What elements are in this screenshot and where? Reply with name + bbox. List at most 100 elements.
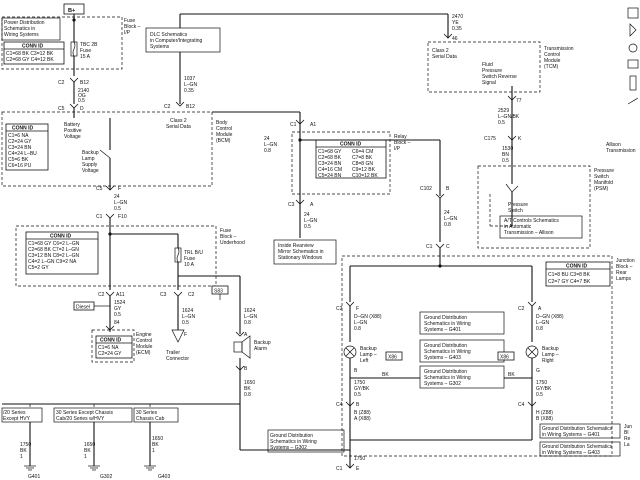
svg-text:Bl: Bl xyxy=(624,430,628,436)
svg-text:1624: 1624 xyxy=(182,308,193,314)
svg-text:I/P: I/P xyxy=(394,146,401,152)
dlc-schematics-ref: DLC Schematics in Computer/Integrating S… xyxy=(145,27,221,53)
underhood-conn-table: CONN ID C1=68 GY C6=2 L–GN C2=68 BK C7=2… xyxy=(25,231,99,275)
svg-text:Control: Control xyxy=(216,126,232,132)
svg-text:24: 24 xyxy=(304,212,310,218)
svg-text:F: F xyxy=(356,306,359,312)
lamp-icon xyxy=(628,43,638,53)
svg-text:Systems – G401: Systems – G401 xyxy=(424,327,461,333)
svg-text:OG: OG xyxy=(78,93,86,99)
svg-text:Lamp –: Lamp – xyxy=(542,352,559,358)
svg-text:Connector: Connector xyxy=(166,356,189,362)
tcm-label: Transmission xyxy=(544,46,574,52)
svg-text:C2=24 GY: C2=24 GY xyxy=(98,351,122,357)
svg-text:C1=68 GY: C1=68 GY xyxy=(318,149,342,155)
svg-text:CONN ID: CONN ID xyxy=(12,126,34,132)
svg-text:G401: G401 xyxy=(28,474,40,480)
svg-text:DLC Schematics: DLC Schematics xyxy=(150,32,188,38)
ecm-conn-table: CONN ID C1=6 NA C2=24 GY xyxy=(95,335,133,359)
svg-text:GY/BK: GY/BK xyxy=(536,386,552,392)
svg-text:C2: C2 xyxy=(58,80,65,86)
svg-text:D–GN (X88): D–GN (X88) xyxy=(536,314,564,320)
svg-text:C2=7 GY C4=7 BK: C2=7 GY C4=7 BK xyxy=(548,279,591,285)
svg-text:B: B xyxy=(356,402,360,408)
svg-text:Backup: Backup xyxy=(360,346,377,352)
svg-text:0.8: 0.8 xyxy=(244,392,251,398)
svg-text:D: D xyxy=(80,106,84,112)
speaker-icon xyxy=(627,59,639,69)
ground-ref-g401-right: Ground Distribution Schematics in Wiring… xyxy=(539,423,621,439)
svg-text:Ground Distribution Schematics: Ground Distribution Schematics xyxy=(542,444,613,450)
svg-text:Block –: Block – xyxy=(124,24,141,30)
svg-text:Ground Distribution Schematics: Ground Distribution Schematics xyxy=(542,426,613,432)
svg-text:Battery: Battery xyxy=(64,122,80,128)
relay-conn-table: CONN ID C1=68 GY C2=68 BK C3=24 BN C4=16… xyxy=(315,139,387,179)
ground-ref-g403: Ground Distribution Schematics in Wiring… xyxy=(419,339,505,363)
svg-text:C2: C2 xyxy=(98,292,105,298)
svg-text:C2=68 BK: C2=68 BK xyxy=(318,155,342,161)
psm-outline xyxy=(477,165,591,249)
svg-text:Transmission – Allison: Transmission – Allison xyxy=(504,230,554,236)
lamp-left-icon xyxy=(343,345,357,359)
svg-text:(TCM): (TCM) xyxy=(544,64,558,70)
svg-text:30 Series: 30 Series xyxy=(136,410,158,416)
svg-text:Switch: Switch xyxy=(594,174,609,180)
svg-text:C1: C1 xyxy=(96,214,103,220)
ecm-outline xyxy=(91,329,135,363)
svg-text:B: B xyxy=(446,186,450,192)
svg-text:A/T Controls Schematics: A/T Controls Schematics xyxy=(504,218,559,224)
svg-text:CONN ID: CONN ID xyxy=(50,234,72,240)
svg-text:Voltage: Voltage xyxy=(82,168,99,174)
svg-text:BK: BK xyxy=(508,372,515,378)
svg-text:0.8: 0.8 xyxy=(536,326,543,332)
trailer-connector-icon xyxy=(171,329,185,343)
svg-text:Ground Distribution: Ground Distribution xyxy=(424,315,467,321)
svg-text:C4: C4 xyxy=(336,402,343,408)
svg-text:0.8: 0.8 xyxy=(354,326,361,332)
svg-text:1: 1 xyxy=(20,454,23,460)
svg-text:Schematics in Wiring: Schematics in Wiring xyxy=(424,349,471,355)
svg-text:Alarm: Alarm xyxy=(254,346,267,352)
svg-text:Pressure: Pressure xyxy=(508,202,528,208)
svg-text:C9=12 BK: C9=12 BK xyxy=(352,167,376,173)
svg-text:C5=2 GY: C5=2 GY xyxy=(28,265,49,271)
underhood-fuse-outline xyxy=(15,225,217,287)
ground-icon xyxy=(24,465,36,471)
svg-text:(ECM): (ECM) xyxy=(136,350,151,356)
svg-text:Backup: Backup xyxy=(82,150,99,156)
svg-text:1750: 1750 xyxy=(20,442,31,448)
speaker-icon xyxy=(233,335,251,359)
svg-text:0.5: 0.5 xyxy=(304,224,311,230)
svg-text:Class 2: Class 2 xyxy=(432,48,449,54)
svg-text:0.8: 0.8 xyxy=(444,222,451,228)
svg-text:Fuse: Fuse xyxy=(184,256,195,262)
svg-text:C2=68 GY C4=12 BK: C2=68 GY C4=12 BK xyxy=(6,57,54,63)
power-distribution-ref: Power Distribution Schematics in Wiring … xyxy=(1,17,61,41)
svg-text:Voltage: Voltage xyxy=(64,134,81,140)
svg-text:Block –: Block – xyxy=(220,234,237,240)
svg-text:0.5: 0.5 xyxy=(536,392,543,398)
series-box-1: /20 Series Except HVY xyxy=(1,407,43,423)
svg-text:C3=24 BN: C3=24 BN xyxy=(318,161,342,167)
svg-text:1524: 1524 xyxy=(114,300,125,306)
fuse-trl-label: TRL B/U xyxy=(184,250,203,256)
svg-text:Switch: Switch xyxy=(508,208,523,214)
ground-ref-g403-right: Ground Distribution Schematics in Wiring… xyxy=(539,441,621,457)
svg-text:BN: BN xyxy=(502,152,509,158)
fuse-block-ip-outline xyxy=(1,16,123,70)
svg-text:Control: Control xyxy=(544,52,560,58)
tcm-outline xyxy=(427,41,541,93)
bcm-outline xyxy=(1,111,213,187)
switch-icon xyxy=(505,183,519,193)
svg-text:BK: BK xyxy=(84,448,91,454)
svg-text:Cab/20 Series w/HVY: Cab/20 Series w/HVY xyxy=(56,416,105,422)
svg-text:(PSM): (PSM) xyxy=(594,186,609,192)
svg-text:Ground Distribution: Ground Distribution xyxy=(424,369,467,375)
ground-ref-g302: Ground Distribution Schematics in Wiring… xyxy=(419,365,505,389)
svg-text:46: 46 xyxy=(452,36,458,42)
svg-text:L–GN/BK: L–GN/BK xyxy=(498,114,520,120)
svg-text:0.5: 0.5 xyxy=(182,320,189,326)
fuse-icon xyxy=(629,75,637,91)
inside-mirror-ref: Inside Rearview Mirror Schematics in Sta… xyxy=(273,239,337,265)
